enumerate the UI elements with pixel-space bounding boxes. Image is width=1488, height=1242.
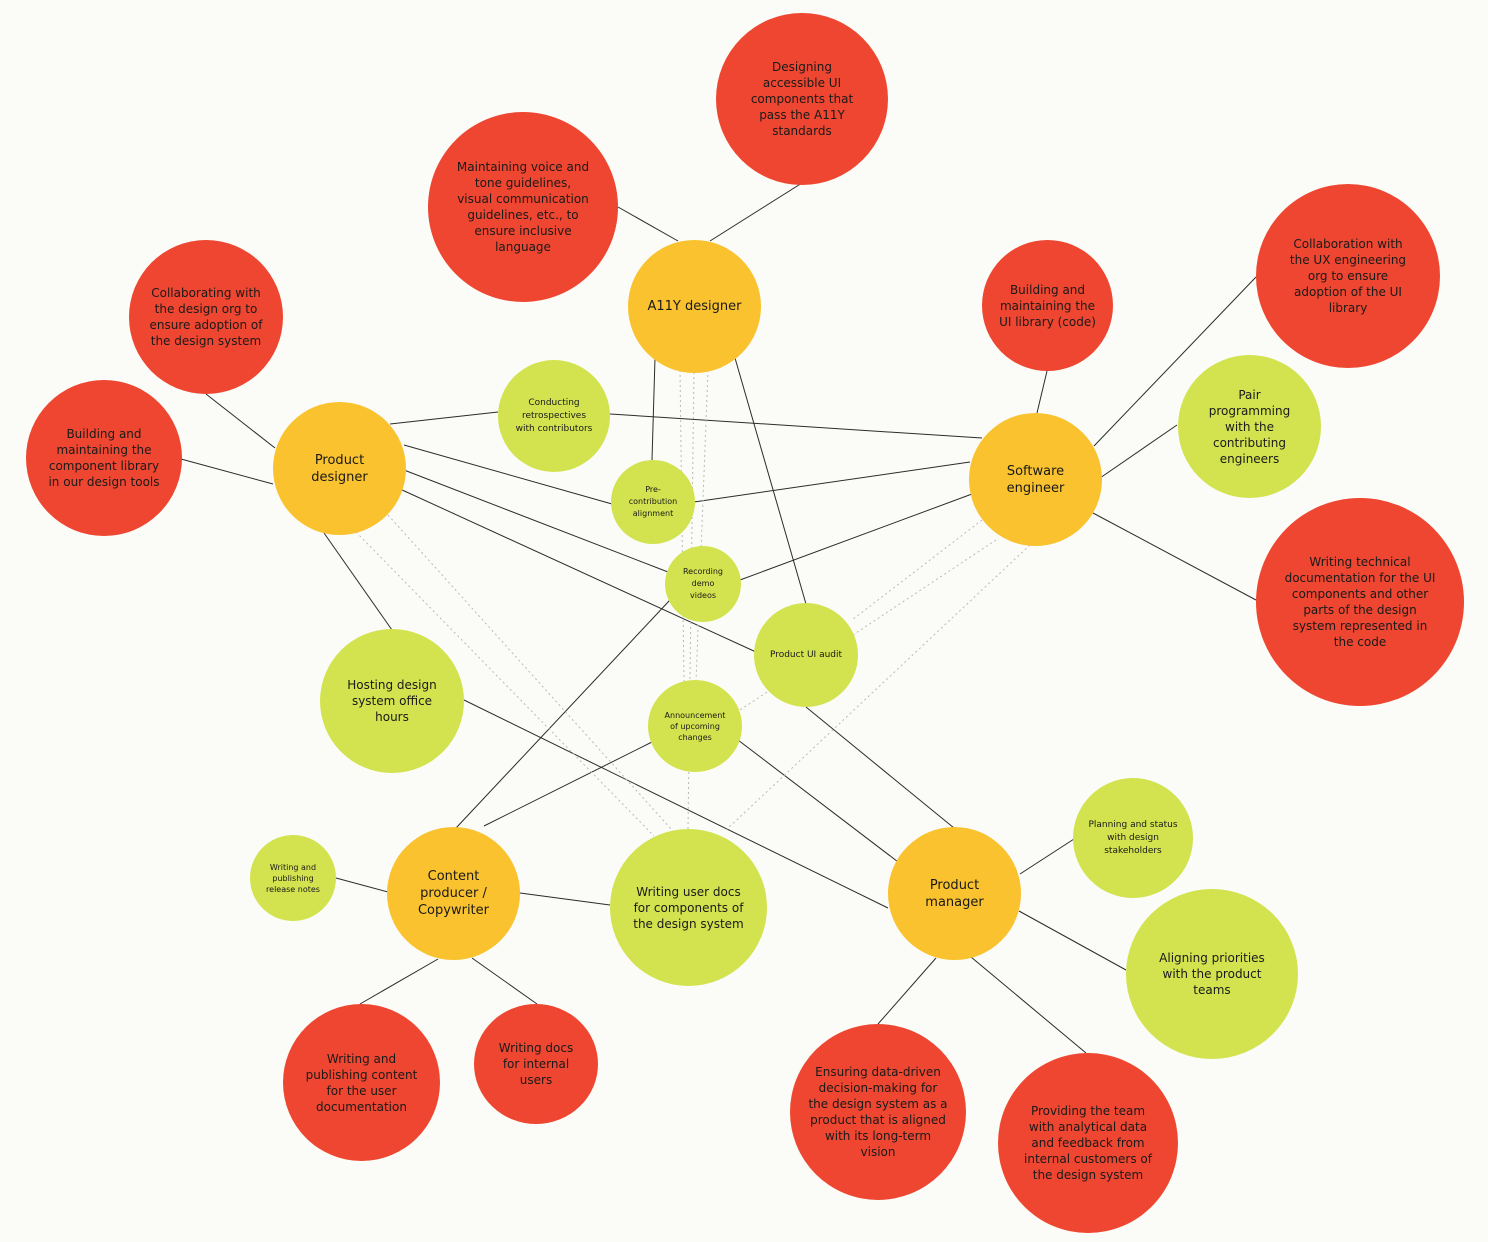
- activity-aligning-priorities: Aligning priorities with the product tea…: [1126, 889, 1298, 1059]
- resp-label: Maintaining voice and tone guidelines, v…: [456, 160, 590, 254]
- activity-release-notes: Writing and publishing release notes: [250, 835, 336, 921]
- activity-office-hours: Hosting design system office hours: [320, 629, 464, 773]
- role-label: Product designer: [311, 452, 368, 485]
- edge-office-pm: [463, 699, 889, 909]
- edge-pd-library: [180, 458, 274, 485]
- activity-label: Product UI audit: [769, 649, 843, 660]
- resp-component-library-design: Building and maintaining the component l…: [26, 380, 182, 536]
- role-label: A11Y designer: [647, 299, 742, 314]
- resp-internal-docs: Writing docs for internal users: [474, 1004, 598, 1124]
- activity-label: Recording demo videos: [682, 567, 723, 600]
- resp-label: Designing accessible UI components that …: [750, 60, 854, 138]
- activity-label: Pair programming with the contributing e…: [1208, 387, 1291, 466]
- edge-announcement-pm: [737, 739, 907, 869]
- edge-retro-se: [609, 413, 983, 439]
- activity-label: Pre-contribution alignment: [628, 485, 678, 518]
- activity-product-ui-audit: Product UI audit: [754, 603, 858, 707]
- edge-pm-planning: [1019, 838, 1075, 875]
- activity-retrospectives: Conducting retrospectives with contribut…: [498, 360, 610, 472]
- activity-label: Writing and publishing release notes: [266, 862, 320, 894]
- activity-label: Writing user docs for components of the …: [633, 884, 744, 931]
- edge-cp-content: [359, 958, 439, 1005]
- resp-label: Building and maintaining the UI library …: [999, 282, 1096, 329]
- edge-a11y-voice: [617, 206, 679, 242]
- resp-label: Writing and publishing content for the u…: [305, 1051, 418, 1114]
- dotted-pd-userdocs-2: [387, 514, 673, 831]
- edge-precontribution-se: [693, 461, 971, 503]
- dotted-se-audit: [851, 519, 983, 621]
- resp-label: Writing technical documentation for the …: [1284, 555, 1436, 649]
- resp-user-doc-content: Writing and publishing content for the u…: [283, 1004, 440, 1161]
- edge-pd-office: [323, 532, 393, 631]
- role-label: Product manager: [925, 877, 984, 910]
- edge-pm-analytical: [970, 956, 1087, 1054]
- edge-announcement-cp: [483, 741, 653, 827]
- edge-a11y-audit: [734, 357, 807, 605]
- resp-label: Building and maintaining the component l…: [48, 427, 160, 489]
- role-content-producer: Content producer / Copywriter: [387, 827, 520, 960]
- edge-audit-pm: [805, 706, 955, 829]
- activity-label: Announcement of upcoming changes: [664, 710, 726, 742]
- dotted-a11y-announcement-2: [695, 369, 709, 683]
- role-label: Software engineer: [1006, 463, 1065, 496]
- edge-a11y-precontribution: [651, 357, 656, 461]
- dotted-pd-userdocs-1: [355, 531, 655, 837]
- edge-se-pair: [1099, 424, 1178, 479]
- edge-a11y-accessible: [709, 182, 803, 242]
- edge-se-tech: [1092, 512, 1257, 601]
- resp-label: Providing the team with analytical data …: [1024, 1104, 1152, 1182]
- edge-recording-cp: [455, 599, 671, 829]
- activity-label: Conducting retrospectives with contribut…: [515, 397, 593, 434]
- edge-pd-precontribution: [403, 444, 613, 505]
- role-product-designer: Product designer: [273, 402, 406, 535]
- resp-label: Collaborating with the design org to ens…: [149, 286, 263, 348]
- edge-pd-retro: [389, 411, 499, 425]
- activity-pair-programming: Pair programming with the contributing e…: [1178, 355, 1321, 498]
- resp-label: Ensuring data-driven decision-making for…: [808, 1065, 948, 1159]
- activity-pre-contribution: Pre-contribution alignment: [611, 460, 695, 544]
- resp-ui-library-code: Building and maintaining the UI library …: [982, 240, 1113, 371]
- resp-data-driven: Ensuring data-driven decision-making for…: [790, 1024, 966, 1200]
- edge-se-uilib: [1036, 370, 1048, 414]
- resp-accessible-components: Designing accessible UI components that …: [716, 13, 888, 185]
- activity-planning-status: Planning and status with design stakehol…: [1073, 778, 1193, 898]
- edge-pm-aligning: [1018, 910, 1127, 971]
- role-label: Content producer / Copywriter: [417, 869, 489, 918]
- activity-recording-demo: Recording demo videos: [665, 546, 741, 622]
- role-product-manager: Product manager: [888, 827, 1021, 960]
- resp-collab-design-org: Collaborating with the design org to ens…: [129, 240, 283, 394]
- activity-label: Hosting design system office hours: [347, 678, 437, 724]
- resp-collab-ux-eng: Collaboration with the UX engineering or…: [1256, 184, 1440, 368]
- activity-label: Planning and status with design stakehol…: [1088, 819, 1178, 856]
- activity-user-docs: Writing user docs for components of the …: [610, 829, 767, 986]
- edge-pd-collab: [205, 393, 276, 449]
- activity-label: Aligning priorities with the product tea…: [1159, 951, 1265, 997]
- resp-tech-docs: Writing technical documentation for the …: [1256, 498, 1464, 706]
- edge-se-ux: [1093, 276, 1257, 447]
- edge-pd-recording: [403, 469, 669, 573]
- edge-cp-releasenotes: [335, 877, 389, 893]
- edge-pd-audit: [399, 488, 757, 653]
- resp-label: Collaboration with the UX engineering or…: [1289, 237, 1407, 315]
- role-software-engineer: Software engineer: [969, 413, 1102, 546]
- edge-recording-se: [739, 493, 973, 581]
- activity-announcement: Announcement of upcoming changes: [648, 680, 742, 772]
- resp-voice-tone: Maintaining voice and tone guidelines, v…: [428, 112, 618, 302]
- resp-label: Writing docs for internal users: [498, 1041, 574, 1087]
- resp-analytical-data: Providing the team with analytical data …: [998, 1053, 1178, 1233]
- edge-cp-internal: [471, 957, 538, 1005]
- role-a11y-designer: A11Y designer: [628, 240, 761, 373]
- edge-pm-datadriven: [877, 957, 937, 1025]
- edge-cp-userdocs: [519, 892, 611, 906]
